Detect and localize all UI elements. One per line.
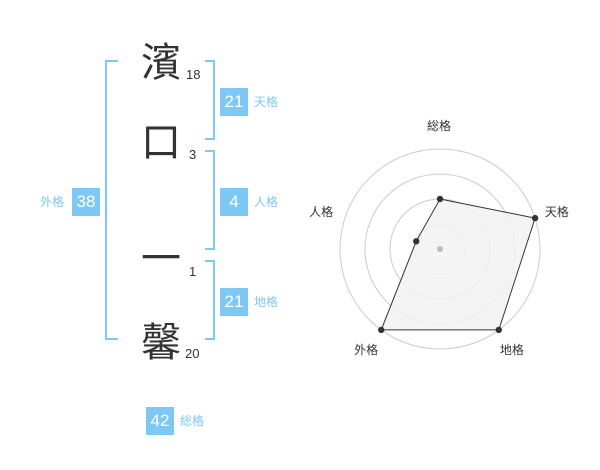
gaikaku-value-badge: 38 xyxy=(72,188,100,216)
jinkaku-value-badge: 4 xyxy=(220,188,248,216)
radar-axis-label-4: 人格 xyxy=(309,204,334,219)
radar-point-4 xyxy=(413,238,420,245)
name-char-3: 一 xyxy=(141,236,181,282)
radar-axis-label-1: 天格 xyxy=(544,204,569,219)
radar-series-area xyxy=(380,198,536,331)
jinkaku-label: 人格 xyxy=(254,195,279,209)
chikaku-bracket xyxy=(205,260,215,340)
chikaku-label: 地格 xyxy=(254,295,279,309)
soukaku-label: 総格 xyxy=(180,414,205,428)
radar-point-0 xyxy=(436,195,444,203)
name-char-2: 口 xyxy=(141,120,181,166)
gaikaku-label: 外格 xyxy=(40,195,65,209)
stroke-count-4: 20 xyxy=(185,346,200,361)
soukaku-value-badge: 42 xyxy=(146,407,174,435)
radar-point-3 xyxy=(378,326,385,334)
radar-ring xyxy=(339,148,541,350)
jinkaku-bracket xyxy=(205,150,215,250)
radar-axis-label-3: 外格 xyxy=(354,343,379,358)
radar-point-1 xyxy=(531,214,539,222)
tenkaku-label: 天格 xyxy=(254,95,279,109)
chikaku-value-badge: 21 xyxy=(220,288,248,316)
radar-center-dot xyxy=(437,246,443,252)
stroke-count-3: 1 xyxy=(189,264,197,279)
radar-axis-label-2: 地格 xyxy=(499,343,524,358)
tenkaku-bracket xyxy=(205,60,215,140)
radar-axis-label-0: 総格 xyxy=(427,119,452,133)
stroke-count-2: 3 xyxy=(189,147,197,162)
gaikaku-bracket xyxy=(105,60,118,340)
stroke-count-1: 18 xyxy=(186,67,201,82)
tenkaku-value-badge: 21 xyxy=(220,88,248,116)
radar-point-2 xyxy=(495,326,502,334)
name-char-1: 濱 xyxy=(141,40,181,86)
name-char-4: 馨 xyxy=(141,320,181,366)
